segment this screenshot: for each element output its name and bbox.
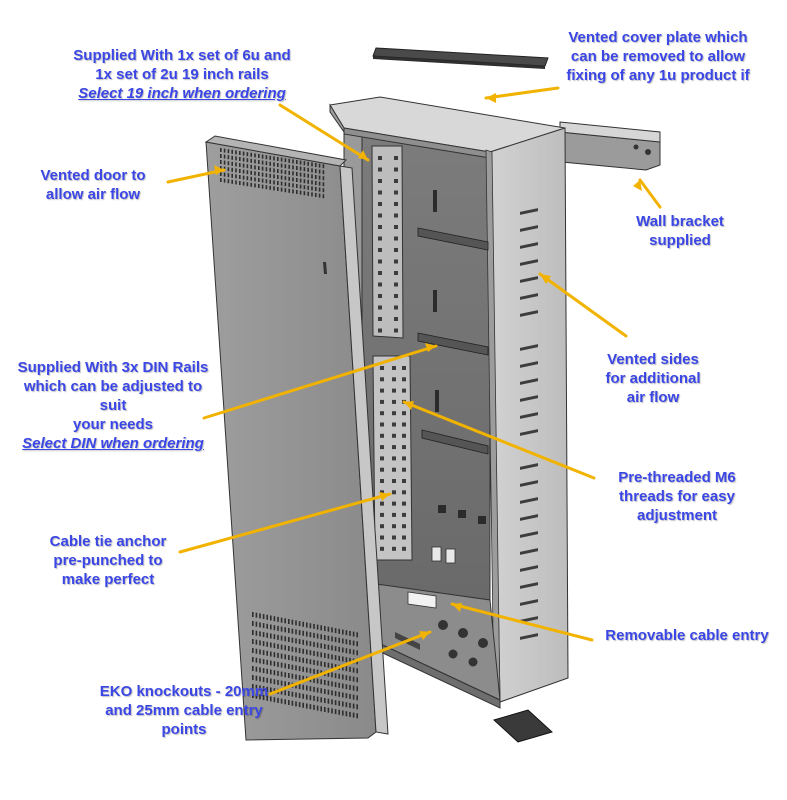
callout-din-ordering-note: Select DIN when ordering <box>22 435 204 452</box>
callout-bracket-line-1: Wall bracket <box>636 213 724 230</box>
leader-lines <box>166 86 662 696</box>
callout-cable-tie: Cable tie anchor pre-punched to make per… <box>34 532 182 589</box>
wall-bracket <box>559 121 661 171</box>
callout-din-line-4: your needs <box>72 416 154 433</box>
din-rails <box>417 227 489 455</box>
callout-entry-line-1: Removable cable entry <box>605 627 769 644</box>
callout-cabletie-line-1: Cable tie anchor <box>49 533 167 550</box>
leader-cabletie <box>178 492 392 554</box>
callout-rails: Supplied With 1x set of 6u and 1x set of… <box>62 46 302 103</box>
callout-door: Vented door to allow air flow <box>28 166 158 204</box>
leader-bracket <box>638 178 662 209</box>
leader-rails <box>278 103 370 162</box>
cabinet-door <box>204 135 389 741</box>
leader-door <box>166 168 226 184</box>
callout-din-line-2: which can be adjusted to <box>23 378 203 395</box>
callout-cover-line-1: Vented cover plate which <box>568 29 748 46</box>
leader-cover <box>484 86 560 100</box>
vented-cover-plate <box>372 47 549 69</box>
callout-sides-line-2: for additional <box>605 370 701 387</box>
callout-sides-line-1: Vented sides <box>607 351 699 368</box>
callout-threads-line-1: Pre-threaded M6 <box>618 469 736 486</box>
callout-vented-sides: Vented sides for additional air flow <box>588 350 718 407</box>
callout-wall-bracket: Wall bracket supplied <box>618 212 742 250</box>
callout-eko-line-2: and 25mm cable entry <box>105 702 263 719</box>
leader-threads <box>402 400 596 480</box>
leader-din <box>202 344 438 420</box>
callout-din-line-3: suit <box>99 397 127 414</box>
callout-door-line-1: Vented door to <box>40 167 146 184</box>
callout-rails-ordering-note: Select 19 inch when ordering <box>78 85 286 102</box>
removable-cable-entry-plate <box>493 709 553 743</box>
callout-cover-line-2: can be removed to allow <box>570 48 746 65</box>
back-knockouts <box>431 546 456 564</box>
callout-eko-line-3: points <box>161 721 207 738</box>
callout-cover-plate: Vented cover plate which can be removed … <box>548 28 768 85</box>
callout-cover-line-3: fixing of any 1u product if <box>566 67 750 84</box>
leader-entry <box>450 602 594 642</box>
callout-cabletie-line-2: pre-punched to <box>53 552 163 569</box>
callout-door-line-2: allow air flow <box>45 186 141 203</box>
removable-cable-entry-opening <box>407 591 437 609</box>
callout-cable-entry: Removable cable entry <box>592 626 782 645</box>
callout-din-rails: Supplied With 3x DIN Rails which can be … <box>6 358 220 453</box>
callout-sides-line-3: air flow <box>626 389 680 406</box>
callout-eko-line-1: EKO knockouts - 20mm <box>99 683 269 700</box>
leader-sides <box>538 272 628 338</box>
leader-eko <box>268 630 432 696</box>
callout-threads-line-3: adjustment <box>636 507 717 524</box>
m6-threaded-holes <box>433 190 486 524</box>
callout-threads: Pre-threaded M6 threads for easy adjustm… <box>596 468 758 525</box>
callout-eko-knockouts: EKO knockouts - 20mm and 25mm cable entr… <box>86 682 282 739</box>
callout-bracket-line-2: supplied <box>649 232 711 249</box>
cabinet-floor <box>361 581 501 709</box>
callout-rails-line-2: 1x set of 2u 19 inch rails <box>95 66 269 83</box>
callout-rails-line-1: Supplied With 1x set of 6u and <box>73 47 291 64</box>
side-vent-slots <box>520 208 538 640</box>
callout-threads-line-2: threads for easy <box>619 488 735 505</box>
leader-arrowheads <box>214 93 642 640</box>
callout-cabletie-line-3: make perfect <box>61 571 155 588</box>
callout-din-line-1: Supplied With 3x DIN Rails <box>17 359 209 376</box>
door-vent-slots <box>220 148 358 719</box>
